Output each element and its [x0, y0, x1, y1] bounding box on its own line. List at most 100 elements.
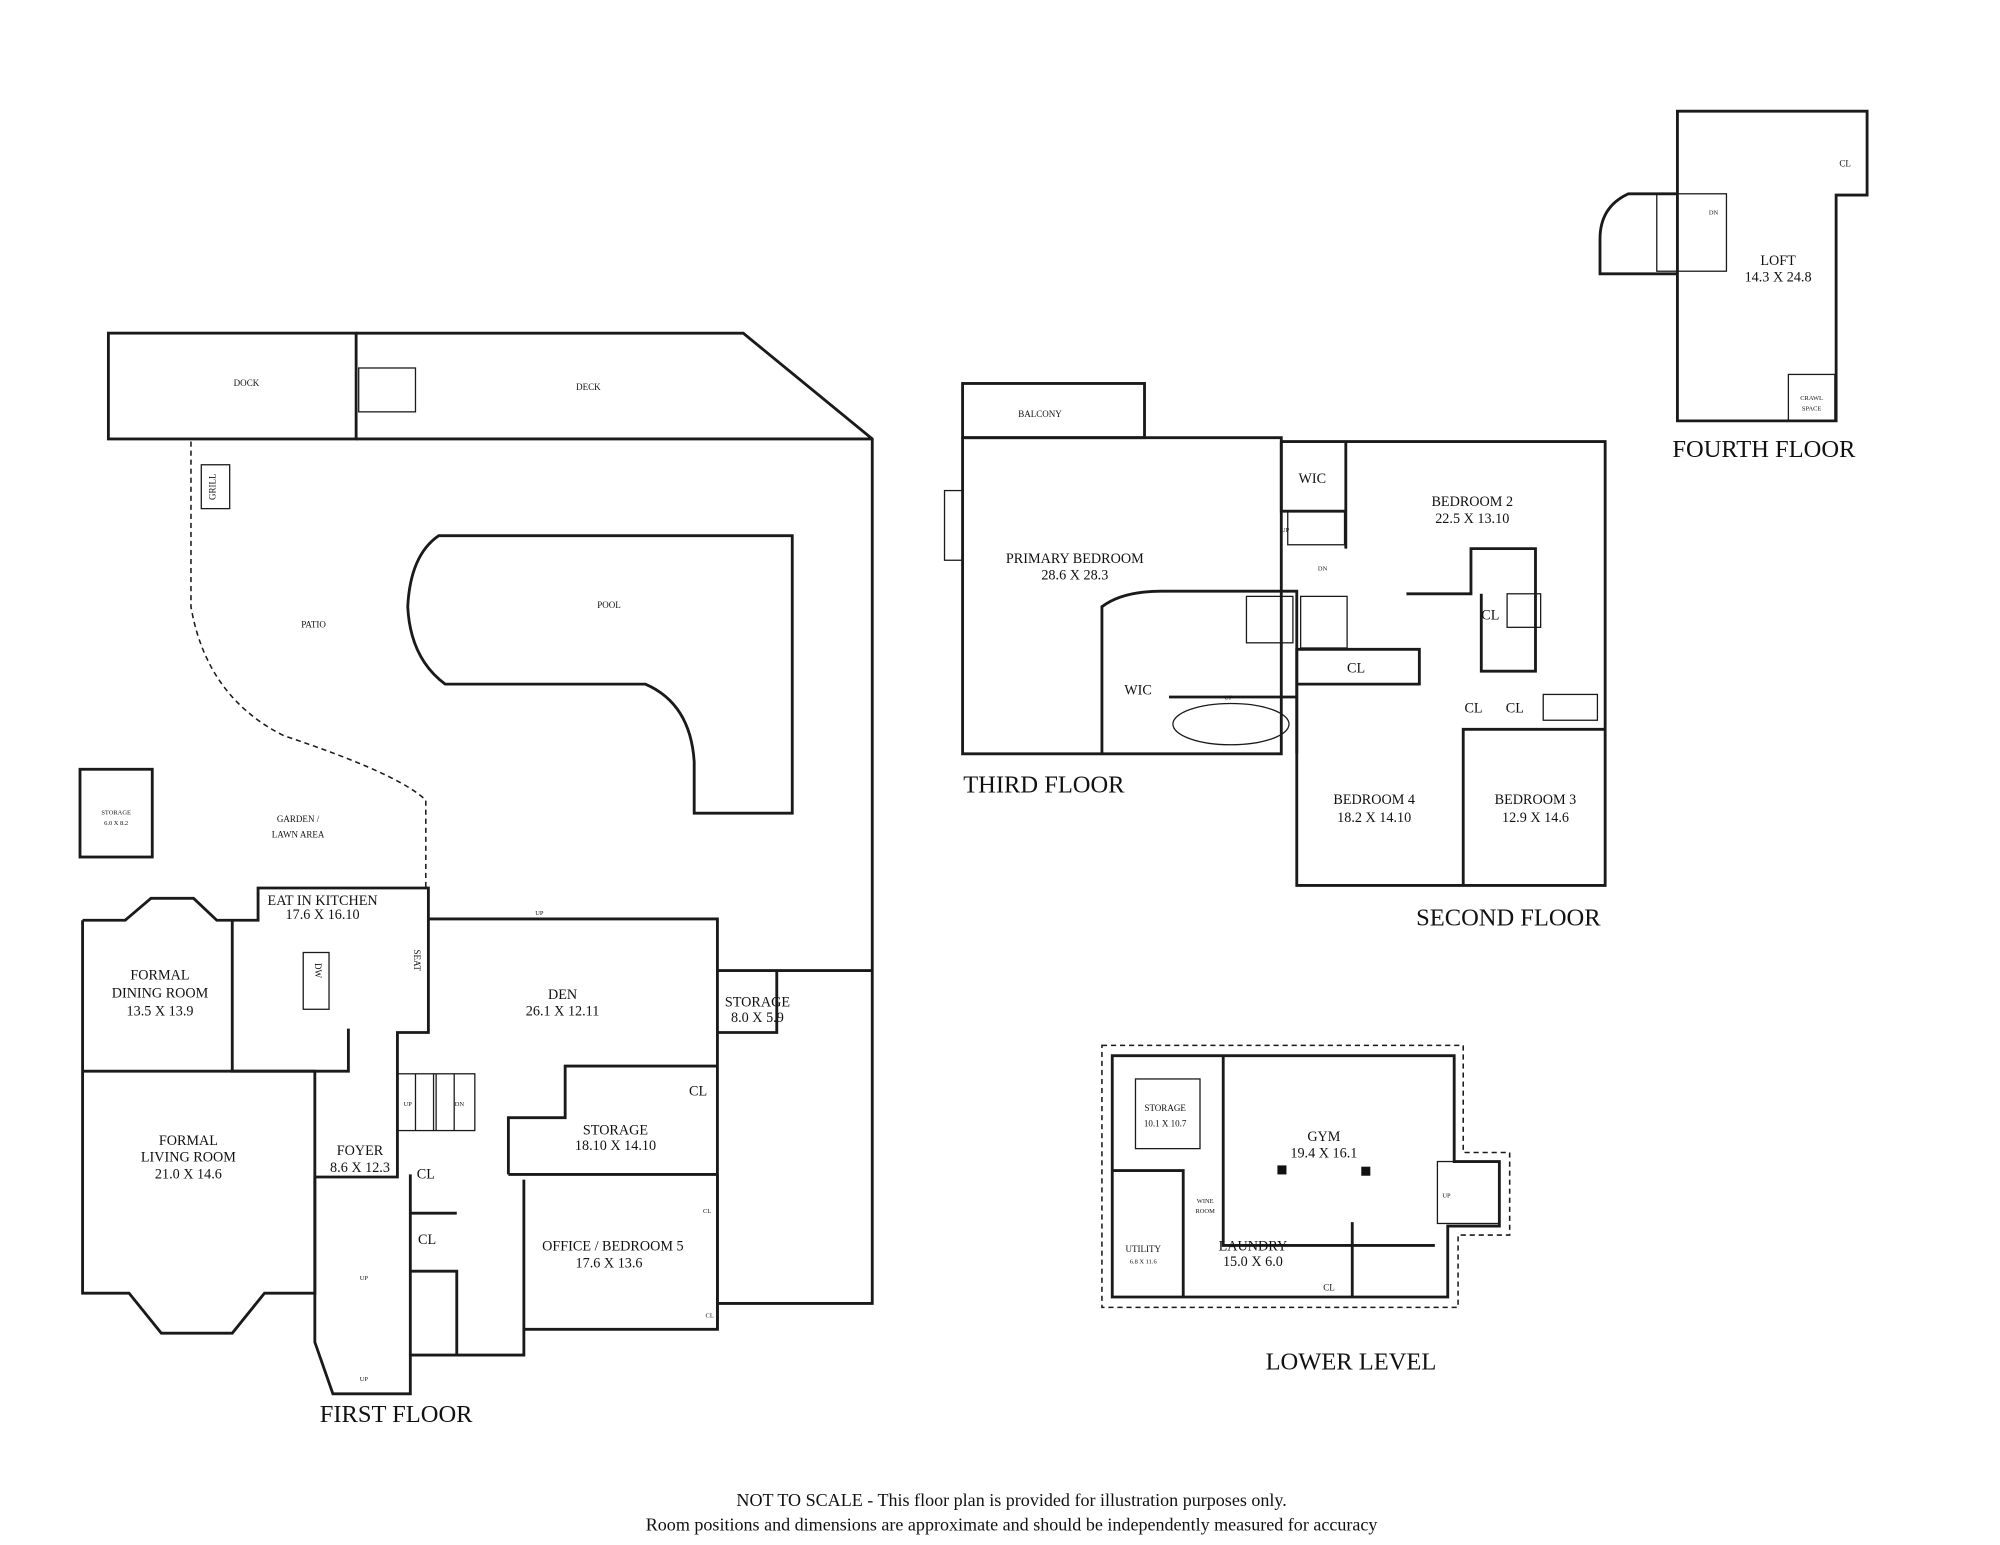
lower-storage-box: [1134, 1078, 1201, 1150]
kitchen-wall: [230, 920, 350, 1073]
balcony-label: BALCONY: [1018, 409, 1062, 419]
patio-label: PATIO: [301, 619, 326, 629]
third-bath-walls: [1100, 589, 1299, 754]
loft-outline: [1676, 109, 1869, 423]
crawl-label: CRAWL: [1800, 395, 1823, 402]
closet-label: CL: [703, 1208, 711, 1215]
closet-label: CL: [1481, 608, 1499, 624]
loft-label: LOFT: [1760, 253, 1796, 269]
second-outline: [1281, 440, 1607, 887]
storage-shed-label: STORAGE: [101, 809, 131, 816]
laundry-label: LAUNDRY: [1219, 1239, 1288, 1255]
second-stairs: [1300, 595, 1348, 649]
kitchen-island: [302, 951, 330, 1010]
living-label: FORMAL: [159, 1133, 218, 1149]
dw-label: DW: [313, 963, 323, 979]
lower-stairs: [1436, 1160, 1500, 1225]
deck-label: DECK: [576, 382, 601, 392]
dock-label: DOCK: [234, 378, 260, 388]
pool-outline: [406, 534, 794, 815]
patio-boundary: [190, 441, 427, 888]
crawl-space: [1787, 373, 1836, 422]
closet-label: CL: [689, 1084, 707, 1100]
disclaimer-line-2: Room positions and dimensions are approx…: [646, 1515, 1378, 1535]
den-up-label: UP: [535, 910, 544, 917]
bedroom3-label: BEDROOM 3: [1495, 792, 1577, 808]
kitchen-dims: 17.6 X 16.10: [286, 907, 360, 923]
pool-label: POOL: [597, 600, 621, 610]
loft-dims: 14.3 X 24.8: [1745, 270, 1812, 286]
fourth-stair-landing: [1598, 192, 1678, 276]
storage-shed-dims: 6.0 X 8.2: [104, 820, 128, 827]
lower-storage-label: STORAGE: [1144, 1103, 1186, 1113]
closet-label: CL: [417, 1166, 435, 1182]
seat-label: SEAT: [412, 949, 422, 971]
utility-dims: 6.8 X 11.6: [1130, 1258, 1158, 1265]
second-bath-walls: [1406, 547, 1537, 673]
closet-label: CL: [1323, 1283, 1335, 1293]
bathtub: [1172, 702, 1290, 746]
closet-label: CL: [706, 1313, 714, 1320]
fourth-floor-title: FOURTH FLOOR: [1672, 436, 1856, 463]
garden-label: GARDEN /: [277, 814, 320, 824]
dock-outline: [106, 331, 358, 441]
stair-up-label: UP: [404, 1101, 413, 1108]
gym-dims: 19.4 X 16.1: [1290, 1146, 1357, 1162]
wic-label: WIC: [1298, 471, 1326, 487]
second-dn-label: DN: [1318, 566, 1328, 573]
gym-label: GYM: [1307, 1129, 1340, 1145]
second-shower: [1506, 593, 1542, 628]
third-up-label: UP: [1224, 695, 1233, 702]
lower-outline: [1110, 1054, 1501, 1299]
lower-level-title: LOWER LEVEL: [1266, 1348, 1437, 1375]
porch-up-label-2: UP: [360, 1376, 369, 1383]
fourth-floor: LOFT 14.3 X 24.8 CRAWL SPACE CL DN FOURT…: [1598, 109, 1869, 463]
bedroom2-dims: 22.5 X 13.10: [1435, 511, 1509, 527]
living-dims: 21.0 X 14.6: [155, 1166, 222, 1182]
lower-up-label: UP: [1442, 1193, 1451, 1200]
office-dims: 17.6 X 13.6: [576, 1255, 643, 1271]
closet-label: CL: [1347, 661, 1365, 677]
first-floor: DOCK DECK GRILL PATIO POOL STORAGE 6.0 X…: [78, 331, 874, 1428]
column: [1277, 1165, 1287, 1175]
deck-stairs: [358, 367, 417, 413]
kitchen-label: EAT IN KITCHEN: [268, 893, 378, 909]
stair-dn-label: DN: [455, 1101, 465, 1108]
bedroom4-dims: 18.2 X 14.10: [1337, 810, 1411, 826]
storage-a-outline: [717, 969, 873, 1034]
storage-a-label: STORAGE: [725, 995, 790, 1011]
grill: [200, 464, 231, 510]
utility-label: UTILITY: [1125, 1244, 1161, 1254]
fourth-dn-label: DN: [1709, 209, 1719, 216]
living-label-2: LIVING ROOM: [141, 1150, 236, 1166]
second-tub: [1542, 693, 1599, 721]
storage-b-dims: 18.10 X 14.10: [575, 1138, 656, 1154]
wic-label: WIC: [1124, 682, 1152, 698]
third-floor-title: THIRD FLOOR: [963, 772, 1125, 799]
wine-label: WINE: [1197, 1198, 1214, 1205]
lower-foundation: [1101, 1044, 1511, 1309]
crawl-label-2: SPACE: [1802, 406, 1822, 413]
bedroom4-label: BEDROOM 4: [1333, 792, 1415, 808]
porch-up-label: UP: [360, 1275, 369, 1282]
deck-outline: [356, 331, 874, 1305]
second-floor-title: SECOND FLOOR: [1416, 904, 1601, 931]
closet-label: CL: [418, 1232, 436, 1248]
foyer-dims: 8.6 X 12.3: [330, 1160, 390, 1176]
lower-storage-dims: 10.1 X 10.7: [1144, 1119, 1187, 1129]
laundry-dims: 15.0 X 6.0: [1223, 1254, 1283, 1270]
lower-walls: [1112, 1055, 1435, 1298]
second-up-label: UP: [1281, 527, 1290, 534]
storage-b-label: STORAGE: [583, 1122, 648, 1138]
second-floor: WIC BEDROOM 2 22.5 X 13.10 BEDROOM 4 18.…: [1279, 440, 1607, 931]
dining-label-2: DINING ROOM: [112, 986, 209, 1002]
office-label: OFFICE / BEDROOM 5: [542, 1239, 684, 1255]
closet-label: CL: [1839, 159, 1851, 169]
bedroom3-dims: 12.9 X 14.6: [1502, 810, 1569, 826]
second-stairs-2: [1287, 510, 1346, 546]
storage-shed: [78, 767, 154, 859]
shower: [1245, 595, 1294, 644]
primary-bedroom-dims: 28.6 X 28.3: [1041, 568, 1108, 584]
column: [1361, 1166, 1371, 1176]
